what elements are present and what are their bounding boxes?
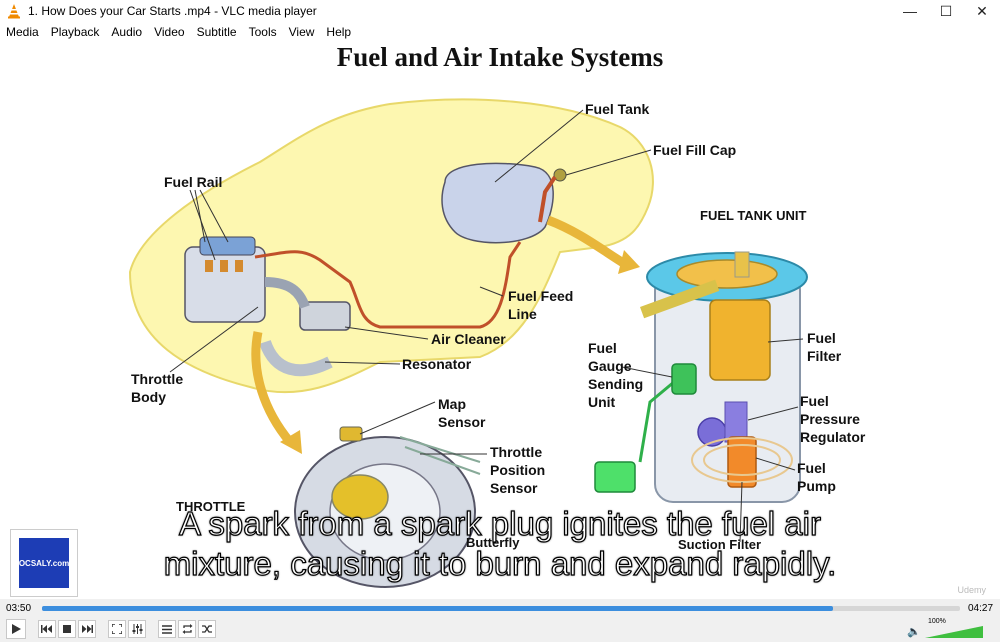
seek-bar[interactable] xyxy=(42,606,960,611)
loop-icon xyxy=(182,624,192,634)
label-fuel-rail: Fuel Rail xyxy=(164,174,223,190)
previous-button[interactable] xyxy=(38,620,56,638)
volume-percent: 100% xyxy=(928,618,946,625)
subtitle-caption: A spark from a spark plug ignites the fu… xyxy=(0,504,1000,584)
slide-title: Fuel and Air Intake Systems xyxy=(336,42,664,72)
label-sensor: Sensor xyxy=(438,414,486,430)
menu-audio[interactable]: Audio xyxy=(111,25,143,39)
equalizer-icon xyxy=(132,624,142,634)
title-bar: 1. How Does your Car Starts .mp4 - VLC m… xyxy=(0,0,1000,22)
label-fuel-c: Fuel xyxy=(800,393,829,409)
label-resonator: Resonator xyxy=(402,356,472,372)
label-throttle-2: Throttle xyxy=(490,444,543,460)
label-position: Position xyxy=(490,462,546,478)
label-sending: Sending xyxy=(588,376,644,392)
total-time[interactable]: 04:27 xyxy=(968,603,994,614)
label-line: Line xyxy=(508,306,537,322)
playlist-button[interactable] xyxy=(158,620,176,638)
speaker-icon[interactable]: 🔈 xyxy=(907,626,921,638)
label-air-cleaner: Air Cleaner xyxy=(431,331,506,347)
play-button[interactable] xyxy=(6,619,26,639)
loop-button[interactable] xyxy=(178,620,196,638)
label-gauge: Gauge xyxy=(588,358,632,374)
label-sensor-2: Sensor xyxy=(490,480,538,496)
menu-bar: Media Playback Audio Video Subtitle Tool… xyxy=(0,22,1000,42)
label-regulator: Regulator xyxy=(800,429,866,445)
label-fuel-d: Fuel xyxy=(797,460,826,476)
skip-forward-icon xyxy=(82,625,93,633)
volume-slider[interactable] xyxy=(925,626,983,638)
playlist-icon xyxy=(162,624,172,634)
menu-tools[interactable]: Tools xyxy=(248,25,277,39)
next-button[interactable] xyxy=(78,620,96,638)
window-title: 1. How Does your Car Starts .mp4 - VLC m… xyxy=(28,4,317,18)
fullscreen-icon xyxy=(112,624,122,634)
stop-icon xyxy=(63,625,71,633)
skip-back-icon xyxy=(41,625,52,633)
label-pump: Pump xyxy=(797,478,836,494)
label-pressure: Pressure xyxy=(800,411,860,427)
maximize-button[interactable]: ☐ xyxy=(939,2,953,19)
label-suction-filter: Suction Filter xyxy=(678,537,762,552)
label-fuel-b: Fuel xyxy=(807,330,836,346)
label-throttle: Throttle xyxy=(131,371,184,387)
minimize-button[interactable]: — xyxy=(903,3,917,19)
subtitle-line-1: A spark from a spark plug ignites the fu… xyxy=(178,504,821,542)
player-controls: 03:50 04:27 🔈 100% xyxy=(0,599,1000,642)
fuel-system-diagram xyxy=(128,98,808,588)
shuffle-icon xyxy=(201,625,212,633)
video-frame[interactable]: Fuel and Air Intake Systems Fuel Tank Fu… xyxy=(0,42,1000,599)
menu-video[interactable]: Video xyxy=(154,25,185,39)
label-fuel-feed: Fuel Feed xyxy=(508,288,574,304)
label-butterfly: Butterfly xyxy=(466,535,520,550)
label-throttle-caps: THROTTLE xyxy=(176,499,246,514)
play-icon xyxy=(12,624,21,634)
menu-help[interactable]: Help xyxy=(326,25,352,39)
menu-media[interactable]: Media xyxy=(6,25,39,39)
menu-view[interactable]: View xyxy=(288,25,315,39)
shuffle-button[interactable] xyxy=(198,620,216,638)
label-fuel-a: Fuel xyxy=(588,340,617,356)
label-body: Body xyxy=(131,389,166,405)
elapsed-time: 03:50 xyxy=(6,603,32,614)
label-unit: Unit xyxy=(588,394,616,410)
label-filter: Filter xyxy=(807,348,842,364)
ocsaly-logo-text: OCSALY.com xyxy=(19,538,69,588)
udemy-watermark: Udemy xyxy=(957,585,986,595)
subtitle-line-2: mixture, causing it to burn and expand r… xyxy=(163,544,837,582)
extended-settings-button[interactable] xyxy=(128,620,146,638)
close-button[interactable]: ✕ xyxy=(976,2,988,19)
label-fuel-tank-unit: FUEL TANK UNIT xyxy=(700,208,807,223)
stop-button[interactable] xyxy=(58,620,76,638)
fullscreen-button[interactable] xyxy=(108,620,126,638)
seek-progress xyxy=(42,606,834,611)
menu-subtitle[interactable]: Subtitle xyxy=(196,25,237,39)
menu-playback[interactable]: Playback xyxy=(50,25,100,39)
label-fuel-fill-cap: Fuel Fill Cap xyxy=(653,142,737,158)
ocsaly-logo: OCSALY.com xyxy=(10,529,78,597)
label-fuel-tank: Fuel Tank xyxy=(585,101,650,117)
vlc-cone-icon xyxy=(8,4,20,19)
label-map: Map xyxy=(438,396,466,412)
